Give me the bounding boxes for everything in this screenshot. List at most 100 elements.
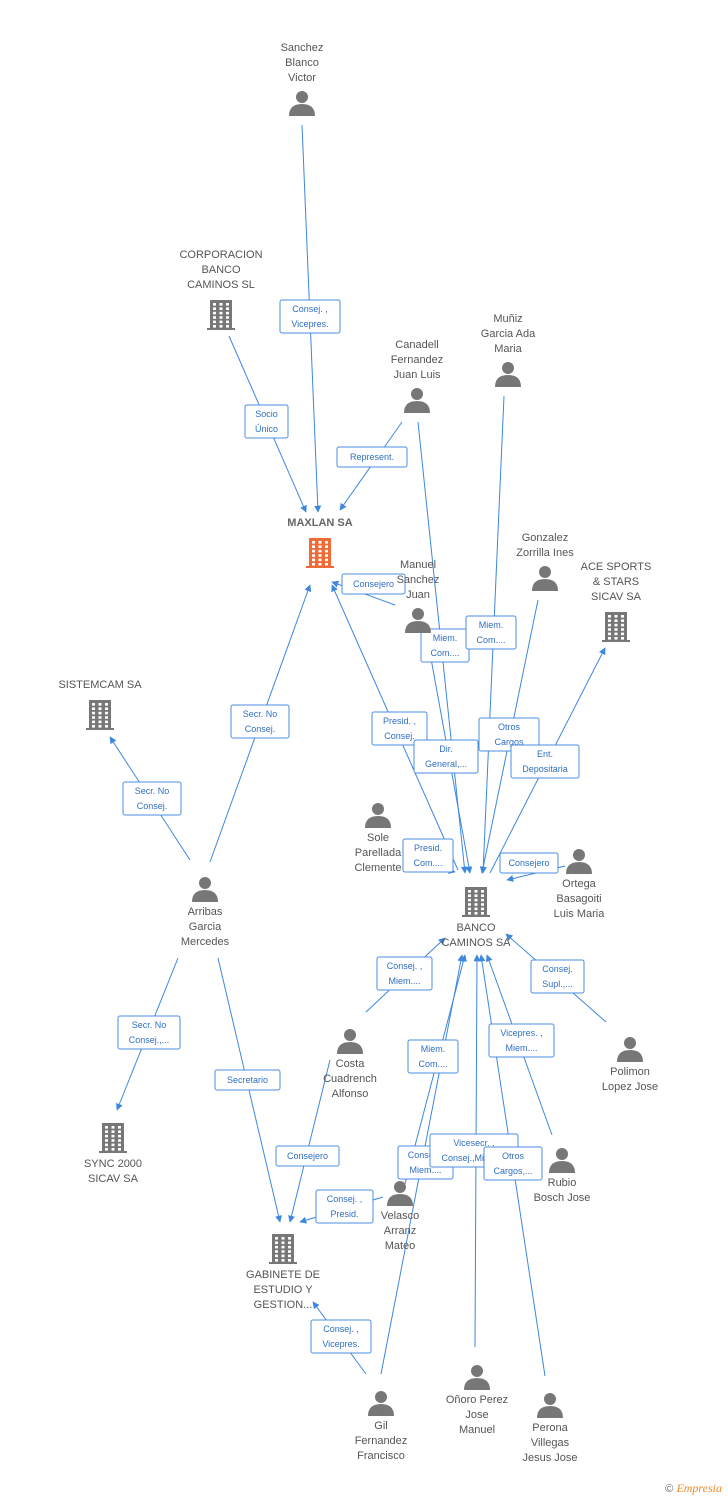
edge-label-velasco-banco[interactable]: Miem.Com.... bbox=[407, 1039, 459, 1074]
edge-label-text: Com.... bbox=[476, 635, 505, 645]
person-icon bbox=[537, 1393, 563, 1418]
edge-label-text: Consej. , bbox=[327, 1194, 363, 1204]
edge-label-arribas-maxlan[interactable]: Secr. No Consej. bbox=[230, 704, 290, 739]
node-label: Alfonso bbox=[332, 1088, 369, 1100]
edge-label-manuel-maxlan[interactable]: Consejero bbox=[341, 573, 406, 595]
node-label: SISTEMCAM SA bbox=[58, 679, 142, 691]
edge-label-perona-banco[interactable]: OtrosCargos,... bbox=[483, 1146, 543, 1181]
edge-label-manuel-banco[interactable]: Miem.Com.... bbox=[420, 628, 470, 663]
edge-label-sanchez-maxlan[interactable]: Consej. ,Vicepres. bbox=[279, 299, 341, 334]
edge-label-velasco-gabinete[interactable]: Consej. ,Presid. bbox=[315, 1189, 374, 1224]
edge-label-box bbox=[315, 1189, 374, 1224]
edge-label-gil-gabinete[interactable]: Consej. ,Vicepres. bbox=[310, 1319, 372, 1354]
edge-label-text: Cargos,... bbox=[493, 1166, 532, 1176]
node-label: Luis Maria bbox=[554, 908, 606, 920]
edge-label-banco-ace[interactable]: Ent.Depositaria bbox=[510, 744, 580, 779]
node-label: SICAV SA bbox=[88, 1173, 139, 1185]
node-sistemcam[interactable]: SISTEMCAM SA bbox=[58, 679, 142, 730]
edge-label-munoz-banco[interactable]: Miem.Com.... bbox=[465, 615, 517, 650]
edge-label-text: Socio bbox=[255, 409, 278, 419]
edge-label-text: Consej. bbox=[245, 724, 276, 734]
node-label: Cuadrench bbox=[323, 1073, 377, 1085]
edge-label-costa-banco[interactable]: Consej. ,Miem.... bbox=[376, 956, 433, 991]
node-label: Victor bbox=[288, 72, 316, 84]
edge-label-box bbox=[310, 1319, 372, 1354]
node-label: Francisco bbox=[357, 1450, 405, 1462]
edge-label-box bbox=[117, 1015, 181, 1050]
edge-label-text: Consej. bbox=[384, 731, 415, 741]
person-icon bbox=[289, 91, 315, 116]
edge-label-text: Miem. bbox=[433, 633, 458, 643]
edge-label-text: Secr. No bbox=[132, 1020, 167, 1030]
node-label: Fernandez bbox=[355, 1435, 408, 1447]
node-maxlan[interactable]: MAXLAN SA bbox=[287, 517, 353, 568]
node-label: Manuel bbox=[459, 1424, 495, 1436]
edge-label-text: Dir. bbox=[439, 744, 453, 754]
edge-label-text: Consej. , bbox=[408, 1150, 444, 1160]
edge-label-costa-gabinete[interactable]: Consejero bbox=[275, 1145, 340, 1167]
building-icon bbox=[207, 300, 235, 330]
edge-label-text: Miem.... bbox=[505, 1043, 537, 1053]
edge-label-box bbox=[275, 1145, 340, 1167]
edge-label-arribas-gabinete[interactable]: Secretario bbox=[214, 1069, 281, 1091]
edge-label-ortega-banco[interactable]: Consejero bbox=[499, 852, 559, 874]
person-icon bbox=[365, 803, 391, 828]
edge-label-box bbox=[371, 711, 428, 746]
edge-label-box bbox=[122, 781, 182, 816]
edge-label-text: Miem. bbox=[421, 1044, 446, 1054]
edge-label-banco-maxlan[interactable]: Presid. , Consej. bbox=[371, 711, 428, 746]
edge-label-arribas-sync[interactable]: Secr. NoConsej.,... bbox=[117, 1015, 181, 1050]
edge-label-text: Represent. bbox=[350, 452, 394, 462]
edge-label-box bbox=[376, 956, 433, 991]
node-label: BANCO bbox=[456, 922, 496, 934]
edge-label-rubio-banco[interactable]: Vicepres. ,Miem.... bbox=[488, 1023, 555, 1058]
node-label: Sole bbox=[367, 832, 389, 844]
node-label: Arranz bbox=[384, 1225, 416, 1237]
edge-label-text: Consejero bbox=[508, 858, 549, 868]
person-icon bbox=[549, 1148, 575, 1173]
edge-label-canadell-maxlan[interactable]: Represent. bbox=[336, 446, 408, 468]
edge-label-text: Miem.... bbox=[409, 1165, 441, 1175]
node-label: ACE SPORTS bbox=[581, 561, 652, 573]
edge-label-box bbox=[499, 852, 559, 874]
node-label: Zorrilla Ines bbox=[516, 547, 574, 559]
edge-label-text: Otros bbox=[502, 1151, 525, 1161]
edge-label-text: Secr. No bbox=[243, 709, 278, 719]
edge-label-polimon-banco[interactable]: Consej.Supl.,... bbox=[530, 959, 585, 994]
edge-label-canadell-banco[interactable]: Dir.General,... bbox=[413, 739, 479, 774]
edge-label-text: Supl.,... bbox=[542, 979, 573, 989]
building-icon bbox=[602, 612, 630, 642]
node-label: ESTUDIO Y bbox=[253, 1284, 313, 1296]
person-icon bbox=[337, 1029, 363, 1054]
person-icon bbox=[566, 849, 592, 874]
edge-label-box bbox=[510, 744, 580, 779]
edge-label-sole-banco[interactable]: Presid.Com.... bbox=[402, 838, 454, 873]
edge-label-text: Presid. , bbox=[383, 716, 416, 726]
person-icon bbox=[532, 566, 558, 591]
node-label: Gil bbox=[374, 1420, 387, 1432]
node-label: Maria bbox=[494, 343, 522, 355]
